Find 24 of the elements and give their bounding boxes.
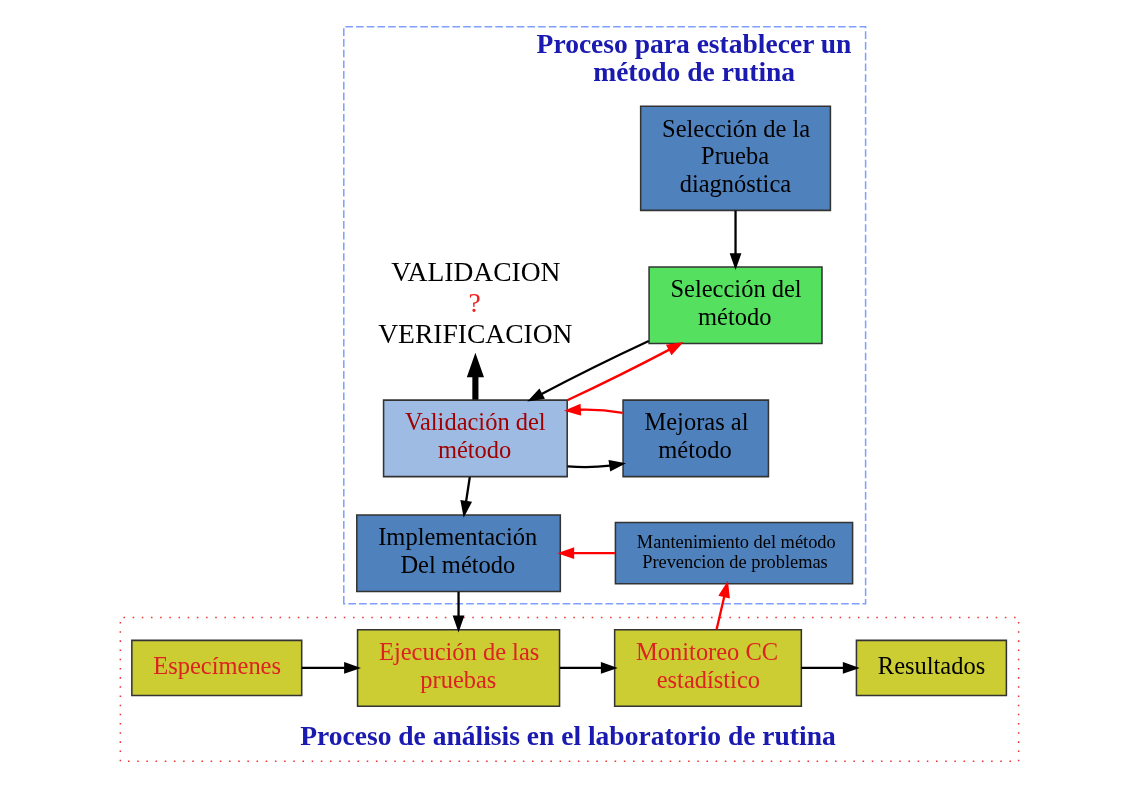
arrow	[566, 459, 626, 472]
arrow	[466, 352, 484, 400]
arrow	[563, 403, 623, 416]
arrow	[301, 662, 361, 674]
node-box: Especímenes	[130, 639, 302, 697]
node-box: Implementación Del método	[355, 514, 561, 593]
arrow	[800, 662, 860, 674]
node-box: Ejecución de las pruebas	[356, 628, 560, 707]
arrow	[729, 210, 741, 271]
arrow	[556, 547, 615, 560]
node-box: Mejoras al método	[621, 399, 769, 478]
node-text: VALIDACION ? VERIFICACION	[377, 256, 572, 349]
arrow	[559, 662, 618, 674]
arrow	[566, 342, 684, 402]
node-box: Resultados	[855, 639, 1007, 697]
arrow	[459, 476, 472, 518]
arrow	[714, 580, 730, 630]
node-box: Selección de la Prueba diagnóstica	[639, 105, 831, 212]
arrow	[452, 591, 464, 633]
arrow	[526, 339, 649, 402]
node-box: Selección del método	[647, 266, 823, 345]
node-box: Monitoreo CC estadístico	[613, 628, 802, 707]
node-box: Mantenimiento del método Prevencion de problemas	[614, 521, 853, 585]
node-box: Validación del método	[382, 399, 568, 478]
